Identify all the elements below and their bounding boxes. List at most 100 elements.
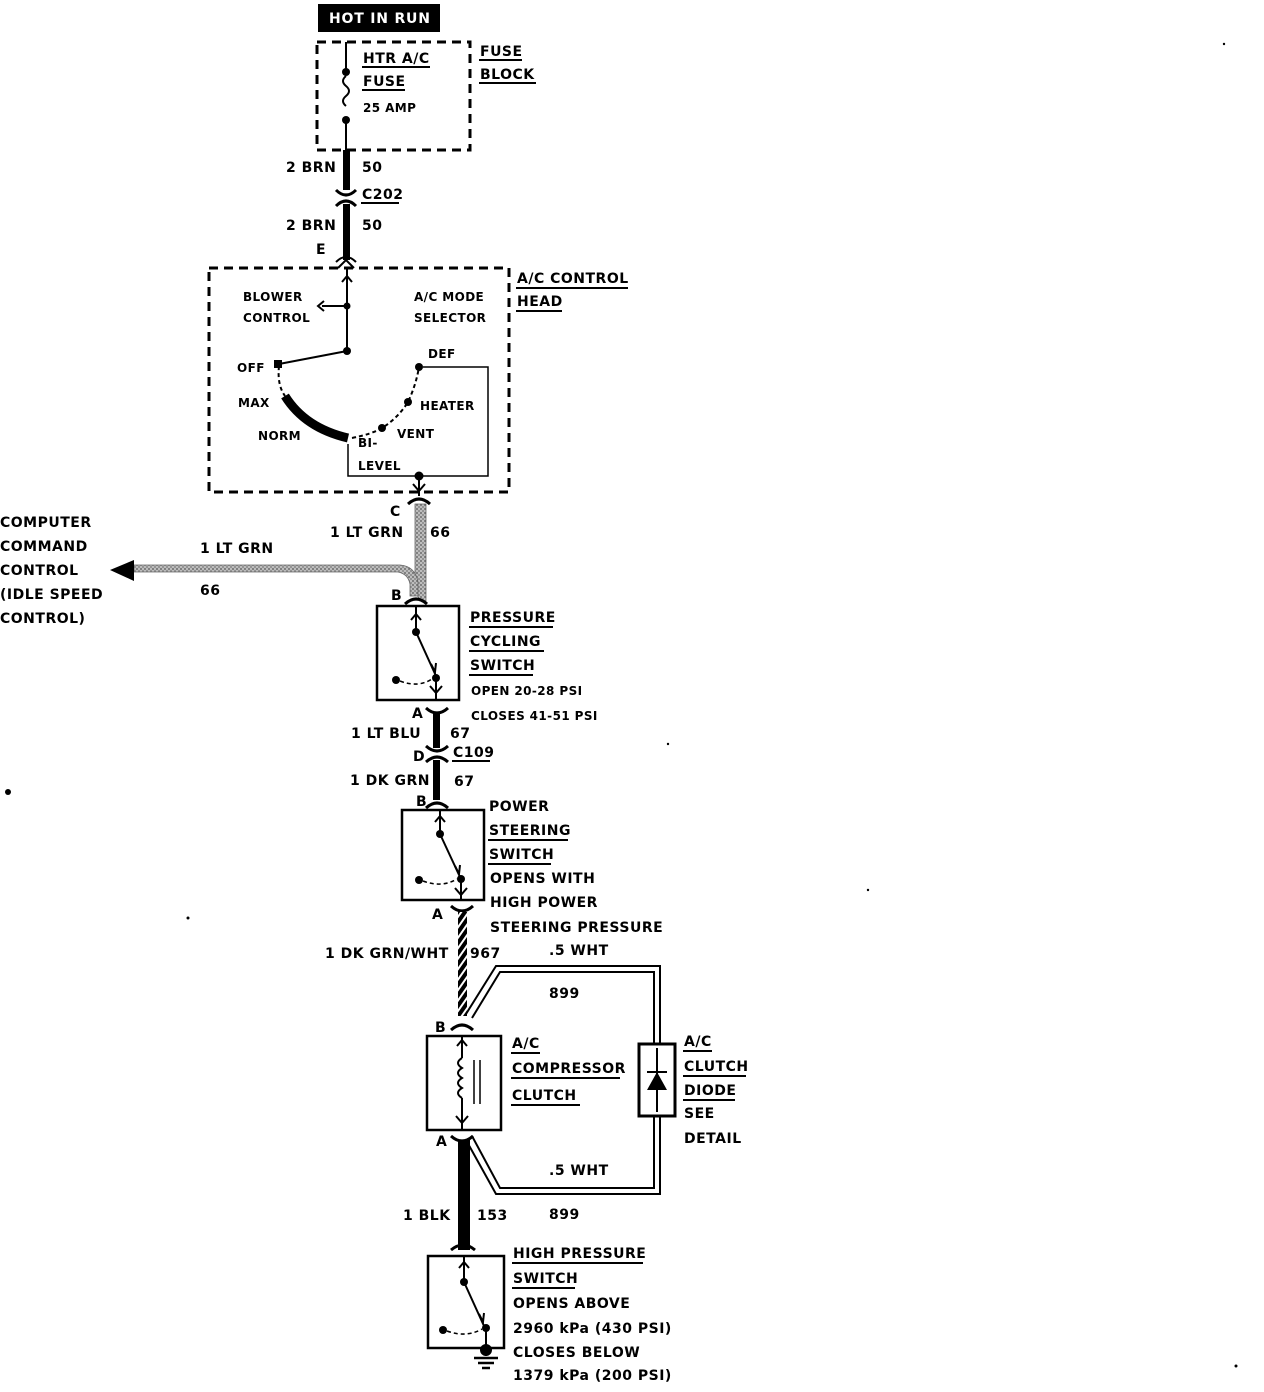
fuse-icon [342, 75, 350, 107]
power-source-label: HOT IN RUN [329, 11, 431, 27]
wire-wht-upper-color: .5 WHT [549, 943, 609, 959]
hps-title-2: SWITCH [513, 1271, 578, 1287]
pss-desc-3: STEERING PRESSURE [490, 920, 663, 936]
fuse-label-1: HTR A/C [363, 51, 430, 67]
control-head-title-2: HEAD [517, 294, 563, 310]
ccc-line-2: COMMAND [0, 539, 88, 555]
ccc-arrow-icon [110, 560, 134, 581]
diode-title-3: DIODE [684, 1083, 736, 1099]
clutch-title-2: COMPRESSOR [512, 1061, 626, 1077]
control-head-box [207, 266, 511, 494]
pos-heater: HEATER [420, 399, 475, 413]
pos-bi: BI- [358, 436, 378, 450]
c202-connector-top [334, 188, 358, 197]
wire-lower-circuit: 50 [362, 218, 382, 234]
compressor-clutch-box [425, 1034, 503, 1132]
fuse-block-title-1: FUSE [480, 44, 523, 60]
diode-title-1: A/C [684, 1034, 712, 1050]
scan-speck [666, 742, 670, 746]
mode-selector-arm [278, 350, 348, 365]
wire-wht-lower-color: .5 WHT [549, 1163, 609, 1179]
fuse-block-box [315, 40, 472, 152]
fuse-block-title-2: BLOCK [480, 67, 535, 83]
wire-dkgrn-color: 1 DK GRN [350, 773, 430, 789]
power-steering-switch-box [400, 808, 486, 902]
c202-connector-bottom [334, 199, 358, 208]
c202-label: C202 [362, 187, 404, 203]
pss-title-3: SWITCH [489, 847, 554, 863]
clutch-title-1: A/C [512, 1036, 540, 1052]
diode-icon [647, 1072, 667, 1090]
wire-wht-upper-circuit: 899 [549, 986, 580, 1002]
wire-lt-blu-67 [433, 712, 440, 748]
mode-arc-ac [281, 393, 350, 443]
control-head-title-1: A/C CONTROL [517, 271, 629, 287]
hps-desc-3: CLOSES BELOW [513, 1345, 640, 1361]
wire-dkgrnwht-circuit: 967 [470, 946, 501, 962]
pin-c-connector [406, 497, 432, 506]
scan-speck [186, 916, 190, 920]
wire-upper-color: 2 BRN [286, 160, 336, 176]
blower-label-1: BLOWER [243, 290, 303, 304]
ccc-line-5: CONTROL) [0, 611, 85, 627]
mode-label-2: SELECTOR [414, 311, 486, 325]
wire-brn-50-upper [343, 150, 350, 190]
pos-max: MAX [238, 396, 270, 410]
pss-title-1: POWER [489, 799, 549, 815]
pos-off: OFF [237, 361, 265, 375]
pos-level: LEVEL [358, 459, 401, 473]
pss-desc-1: OPENS WITH [490, 871, 595, 887]
scan-speck [5, 789, 11, 795]
clutch-title-3: CLUTCH [512, 1088, 577, 1104]
wire-brn-50-lower [343, 204, 350, 260]
fuse-rating: 25 AMP [363, 101, 416, 115]
clutch-pin-b: B [435, 1020, 446, 1036]
wire-ltblu-circuit: 67 [450, 726, 470, 742]
pcs-desc-1: OPEN 20-28 PSI [471, 684, 582, 698]
wire-ltgrn-main-circuit: 66 [430, 525, 450, 541]
hps-desc-2: 2960 kPa (430 PSI) [513, 1321, 672, 1337]
hps-desc-1: OPENS ABOVE [513, 1296, 630, 1312]
wire-dkgrn-circuit: 67 [454, 774, 474, 790]
pss-pin-b: B [416, 794, 427, 810]
ccc-line-4: (IDLE SPEED [0, 587, 103, 603]
blower-label-2: CONTROL [243, 311, 310, 325]
wire-lt-grn-66-branch [133, 564, 419, 597]
hps-desc-4: 1379 kPa (200 PSI) [513, 1368, 672, 1384]
wire-blk-color: 1 BLK [403, 1208, 451, 1224]
ccc-line-1: COMPUTER [0, 515, 92, 531]
fuse-label-2: FUSE [363, 74, 406, 90]
pss-pin-a: A [432, 907, 443, 923]
c109-connector-top [424, 744, 450, 753]
pressure-cycling-switch-box [375, 604, 461, 702]
wire-blk-circuit: 153 [477, 1208, 508, 1224]
pin-e-label: E [316, 242, 326, 258]
scan-speck [1234, 1364, 1238, 1368]
pss-title-2: STEERING [489, 823, 571, 839]
clutch-coil-icon [457, 1057, 464, 1099]
pcs-title-1: PRESSURE [470, 610, 556, 626]
ground-icon [474, 1356, 498, 1370]
pos-vent: VENT [397, 427, 435, 441]
clutch-pin-a: A [436, 1134, 447, 1150]
wire-ltgrn-ccc-circuit: 66 [200, 583, 220, 599]
c109-connector-bottom [424, 755, 450, 764]
wire-dk-grn-wht-967 [458, 912, 467, 1016]
pcs-pin-b: B [391, 588, 402, 604]
pcs-title-2: CYCLING [470, 634, 541, 650]
mode-arc-air [351, 366, 420, 439]
pcs-desc-2: CLOSES 41-51 PSI [471, 709, 598, 723]
blower-arrow-icon [316, 300, 325, 312]
pos-def: DEF [428, 347, 456, 361]
pin-c-label: C [390, 504, 401, 520]
diode-title-2: CLUTCH [684, 1059, 749, 1075]
mode-label-1: A/C MODE [414, 290, 484, 304]
power-source-badge [318, 4, 440, 32]
ccc-line-3: CONTROL [0, 563, 79, 579]
pss-desc-2: HIGH POWER [490, 895, 598, 911]
wire-ltblu-color: 1 LT BLU [351, 726, 421, 742]
diode-desc-1: SEE [684, 1106, 715, 1122]
wire-dkgrnwht-color: 1 DK GRN/WHT [325, 946, 449, 962]
clutch-diode-box [637, 1042, 677, 1118]
wire-dk-grn-67 [433, 760, 440, 800]
